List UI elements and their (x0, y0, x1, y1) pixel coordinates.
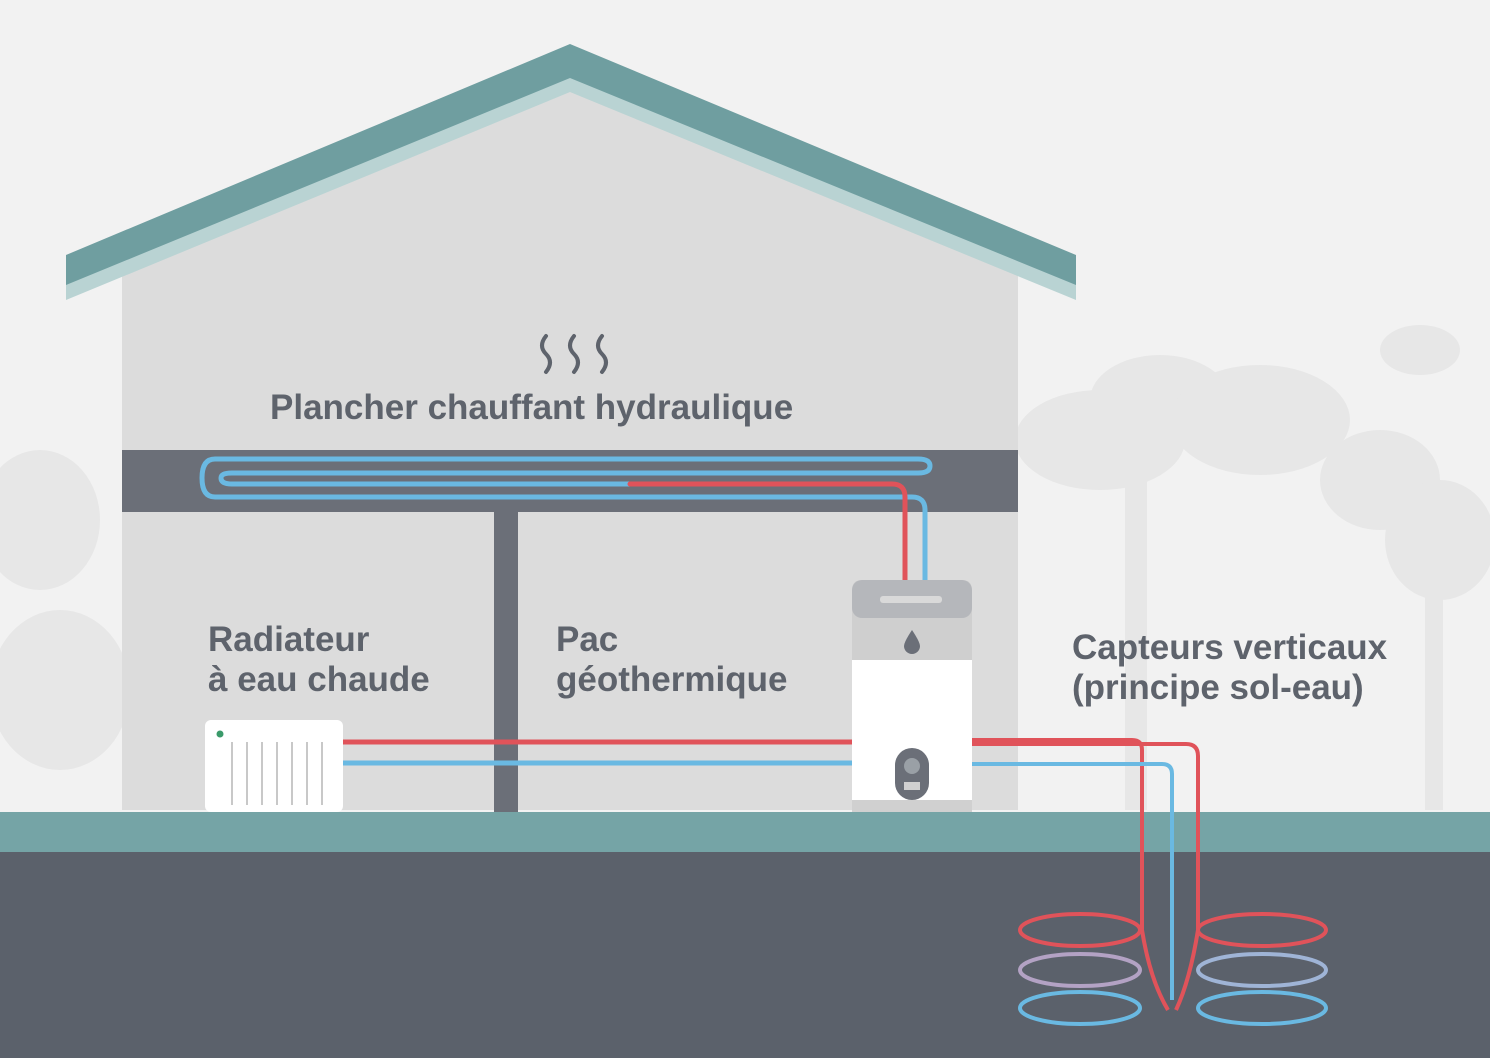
ground-coils (1018, 912, 1328, 1026)
vertical-collectors-label-line-2: (principe sol-eau) (1072, 668, 1364, 707)
house-wall (122, 75, 1018, 810)
support-column (494, 512, 518, 812)
ground-surface (0, 812, 1490, 852)
radiator-label-line-1: Radiateur (208, 620, 370, 659)
radiator-label-line-2: à eau chaude (208, 660, 430, 699)
heat-waves-icon (540, 334, 608, 374)
ground-collector-pipes (972, 738, 1200, 1000)
radiator (205, 720, 343, 812)
control-panel-icon (895, 748, 929, 800)
heat-pump-label-line-2: géothermique (556, 660, 788, 699)
water-drop-icon (904, 630, 920, 654)
vertical-collectors-label: Capteurs verticaux (principe sol-eau) (1072, 628, 1387, 708)
background-trees (0, 325, 1490, 810)
heat-pump-unit (852, 580, 972, 812)
radiator-pipes (342, 739, 858, 766)
vertical-collectors-label-line-1: Capteurs verticaux (1072, 628, 1388, 667)
radiator-label: Radiateur à eau chaude (208, 620, 430, 700)
heat-pump-label-line-1: Pac (556, 620, 619, 659)
floor-heating-label: Plancher chauffant hydraulique (270, 388, 794, 427)
floor-heating-pipe (199, 456, 933, 595)
heat-pump-label: Pac géothermique (556, 620, 787, 700)
